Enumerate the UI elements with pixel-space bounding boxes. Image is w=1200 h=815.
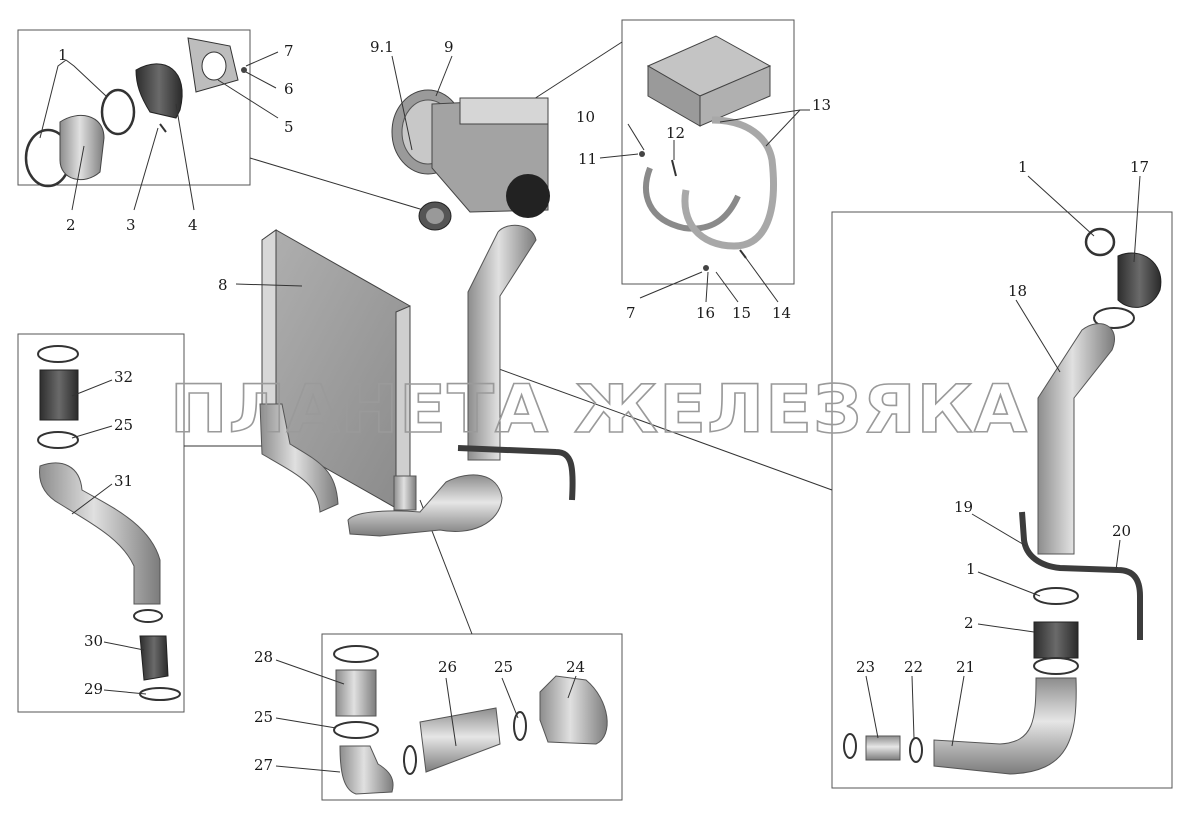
callout-label: 1 — [1018, 158, 1028, 176]
pipe-21 — [933, 677, 1077, 775]
callout-label: 25 — [254, 708, 273, 726]
callout-label: 24 — [566, 658, 585, 676]
callout-label: 8 — [218, 276, 228, 294]
callout-label: 5 — [284, 118, 294, 136]
callout-label: 1 — [966, 560, 976, 578]
callout-label: 9.1 — [370, 38, 394, 56]
callout-label: 1 — [58, 46, 68, 64]
leader-lines — [39, 51, 1141, 773]
detail-left-parts — [37, 345, 181, 701]
main-assembly — [259, 89, 576, 537]
callout-label: 7 — [284, 42, 294, 60]
callout-label: 27 — [254, 756, 273, 774]
intake-pipe — [467, 224, 537, 461]
callout-label: 15 — [732, 304, 751, 322]
callout-label: 16 — [696, 304, 715, 322]
detail-top-right-parts — [639, 35, 777, 271]
callout-label: 2 — [964, 614, 974, 632]
callout-label: 10 — [576, 108, 595, 126]
callout-label: 21 — [956, 658, 975, 676]
connector-line — [487, 364, 833, 491]
callout-label: 20 — [1112, 522, 1131, 540]
callout-label: 22 — [904, 658, 923, 676]
callout-label: 26 — [438, 658, 457, 676]
callout-label: 6 — [284, 80, 294, 98]
connector-line — [249, 157, 431, 213]
air-filter-housing — [459, 97, 549, 125]
connector-line — [519, 41, 623, 109]
callout-label: 23 — [856, 658, 875, 676]
callout-label: 2 — [66, 216, 76, 234]
detail-top-left-parts — [24, 37, 247, 188]
callout-label: 7 — [626, 304, 636, 322]
pipe-18 — [1037, 323, 1115, 555]
callout-label: 13 — [812, 96, 831, 114]
callout-label: 9 — [444, 38, 454, 56]
detail-bottom-parts — [333, 645, 608, 795]
detail-frame-right — [831, 211, 1173, 789]
detail-right-parts — [843, 227, 1162, 775]
callout-label: 28 — [254, 648, 273, 666]
callout-label: 3 — [126, 216, 136, 234]
callout-label: 18 — [1008, 282, 1027, 300]
detail-frame-top-left — [17, 29, 251, 186]
callout-label: 29 — [84, 680, 103, 698]
callout-label: 32 — [114, 368, 133, 386]
callout-label: 30 — [84, 632, 103, 650]
detail-frame-top-right — [621, 19, 795, 285]
callout-label: 25 — [494, 658, 513, 676]
detail-frame-left — [17, 333, 185, 713]
callout-label: 25 — [114, 416, 133, 434]
callout-label: 17 — [1130, 158, 1149, 176]
callout-label: 12 — [666, 124, 685, 142]
callout-label: 14 — [772, 304, 791, 322]
pipe-31 — [39, 462, 161, 605]
callout-labels: 1 2 3 4 5 6 7 9.1 9 8 10 11 12 13 7 16 1… — [58, 38, 1149, 774]
callout-label: 19 — [954, 498, 973, 516]
watermark-text: ПЛАНЕТА ЖЕЛЕЗЯКА — [170, 371, 1028, 448]
callout-label: 31 — [114, 472, 133, 490]
callout-label: 4 — [188, 216, 198, 234]
callout-label: 11 — [578, 150, 597, 168]
